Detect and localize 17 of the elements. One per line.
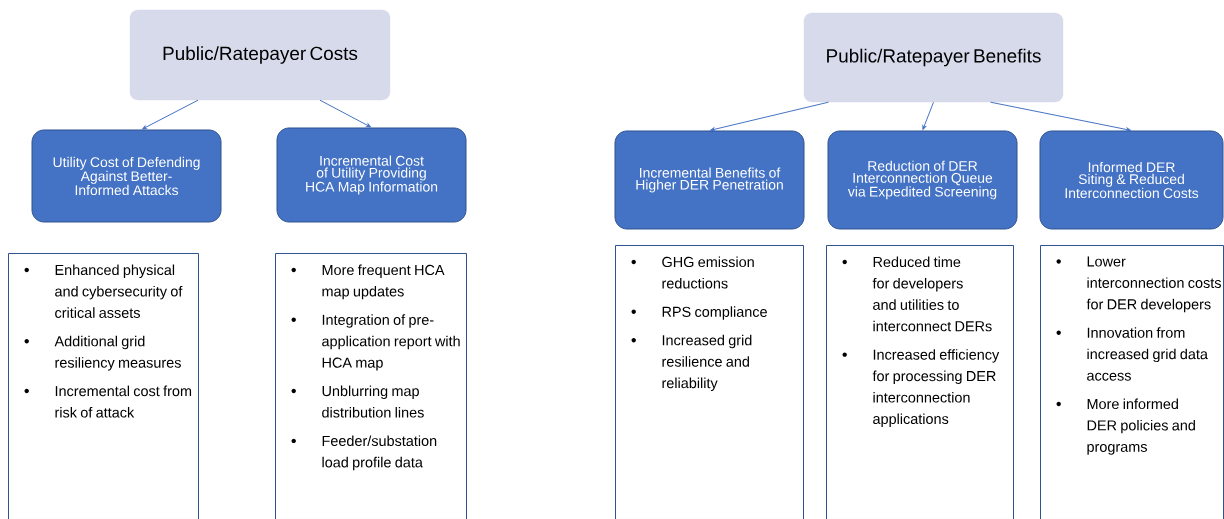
category-box: Incremental Cost of Utility Providing HCA Map Information xyxy=(276,127,467,223)
arrow xyxy=(142,99,199,130)
arrow xyxy=(922,101,934,130)
arrow xyxy=(710,101,829,132)
bullet-list-box: GHG emission reductions RPS compliance Increased grid resilience and reliability xyxy=(615,245,804,519)
bullet-list-box: Lower interconnection costs for DER developers Innovation from increased grid data access More informed DER policies and programs xyxy=(1040,245,1224,519)
category-box: Incremental Benefits of Higher DER Penetration xyxy=(614,130,805,230)
bullet-list-box: More frequent HCA map updates Integration of pre-application report with HCA map Unblurring map distribution lines Feeder/substation load profile data xyxy=(275,253,467,519)
category-box: Utility Cost of Defending Against Better-Informed Attacks xyxy=(31,129,222,223)
arrow xyxy=(319,99,371,128)
arrow xyxy=(990,101,1131,132)
bullet-list-box: Reduced time for developers and utilities to interconnect DERs Increased efficiency for processing DER interconnection applications xyxy=(826,245,1014,519)
category-box: Reduction of DER Interconnection Queue via Expedited Screening xyxy=(827,130,1018,230)
heading-box: Public/Ratepayer Costs xyxy=(129,9,391,101)
heading-box: Public/Ratepayer Benefits xyxy=(803,12,1064,103)
category-box: Informed DER Siting & Reduced Interconnection Costs xyxy=(1039,130,1224,230)
bullet-list-box: Enhanced physical and cybersecurity of critical assets Additional grid resiliency measures Incremental cost from risk of attack xyxy=(8,253,199,519)
